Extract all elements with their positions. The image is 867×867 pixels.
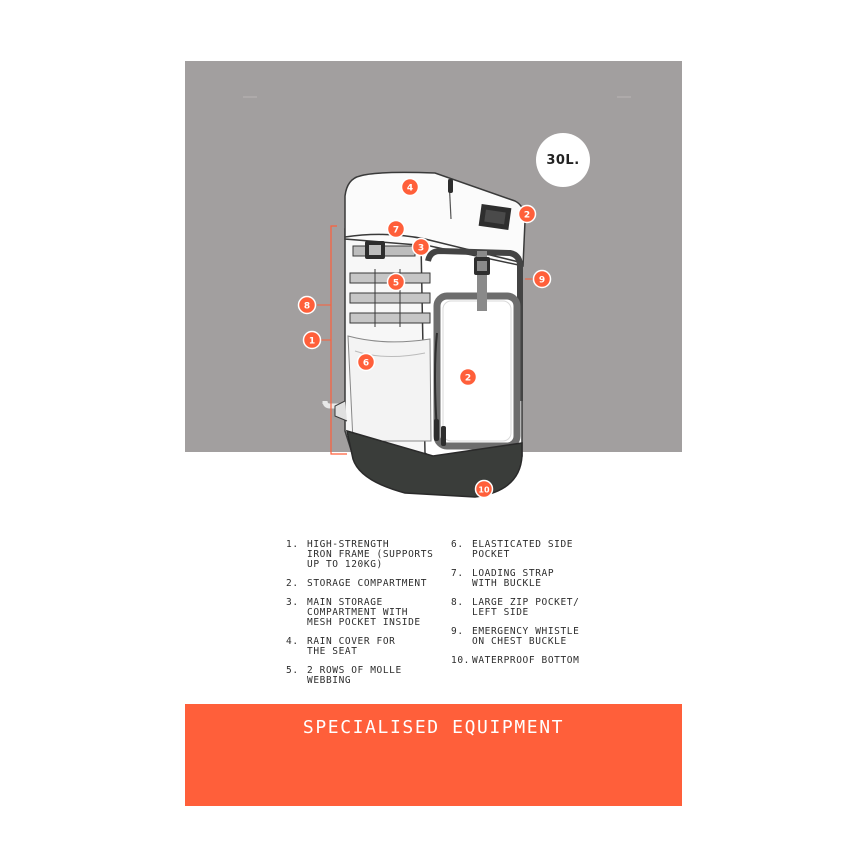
legend-text: Storage compartment	[307, 578, 428, 589]
callout-10: 10	[474, 479, 494, 499]
legend-text: Rain cover for the seat	[307, 636, 396, 657]
front-pocket-outline	[425, 247, 523, 401]
legend-item: 7. Loading strap with buckle	[451, 569, 601, 589]
callout-8-label: 8	[304, 302, 310, 312]
legend-number: 3.	[286, 597, 299, 608]
legend-item: 8. Large zip pocket/ left side	[451, 598, 601, 618]
legend-number: 5.	[286, 665, 299, 676]
callout-2-top-label: 2	[524, 211, 530, 221]
legend-item: 3. Main storage compartment with mesh poc…	[286, 598, 446, 628]
footer-title: SPECIALISED EQUIPMENT	[302, 717, 565, 738]
legend-number: 10.	[451, 655, 470, 666]
callout-3: 3	[411, 237, 431, 257]
callout-5-label: 5	[393, 279, 399, 289]
callout-8: 8	[297, 295, 317, 315]
side-pocket	[347, 335, 432, 442]
legend-text: Loading strap with buckle	[472, 568, 555, 589]
callout-7: 7	[386, 219, 406, 239]
legend-number: 8.	[451, 597, 464, 608]
product-card: 4 2 7 3 5 9 8 1	[185, 61, 682, 806]
legend-text: Large zip pocket/ left side	[472, 597, 580, 618]
legend-number: 6.	[451, 539, 464, 550]
legend-number: 2.	[286, 578, 299, 589]
legend-text: Emergency whistle on chest buckle	[472, 626, 580, 647]
callout-10-label: 10	[478, 486, 490, 495]
legend-number: 7.	[451, 568, 464, 579]
callout-3-label: 3	[418, 244, 424, 254]
legend-item: 6. Elasticated side pocket	[451, 540, 601, 560]
callout-9: 9	[532, 269, 552, 289]
legend-number: 1.	[286, 539, 299, 550]
callout-7-label: 7	[393, 226, 399, 236]
footer-banner: SPECIALISED EQUIPMENT	[185, 704, 682, 806]
legend-item: 4. Rain cover for the seat	[286, 637, 446, 657]
legend-number: 9.	[451, 626, 464, 637]
callout-4-label: 4	[407, 184, 413, 194]
callout-6-label: 6	[363, 359, 369, 369]
callout-4: 4	[400, 177, 420, 197]
callout-1: 1	[302, 330, 322, 350]
callout-1-label: 1	[309, 337, 315, 347]
legend-item: 1. High-strength iron frame (supports up …	[286, 540, 446, 570]
legend-text: High-strength iron frame (supports up to…	[307, 539, 434, 570]
legend-item: 9. Emergency whistle on chest buckle	[451, 627, 601, 647]
legend-item: 2. Storage compartment	[286, 579, 446, 589]
legend-text: 2 rows of molle webbing	[307, 665, 402, 686]
legend-text: Main storage compartment with mesh pocke…	[307, 597, 421, 628]
callout-6: 6	[356, 352, 376, 372]
frame-bar	[322, 400, 347, 409]
callout-2-front-label: 2	[465, 374, 471, 384]
legend-right-column: 6. Elasticated side pocket 7. Loading stra…	[451, 540, 601, 675]
backpack-diagram: 4 2 7 3 5 9 8 1	[243, 96, 631, 499]
legend-text: Waterproof bottom	[472, 655, 580, 666]
callout-2-top: 2	[517, 204, 537, 224]
legend-item: 10.Waterproof bottom	[451, 656, 601, 666]
legend-left-column: 1. High-strength iron frame (supports up …	[286, 540, 446, 695]
capacity-badge: 30L.	[536, 133, 590, 187]
legend-item: 5. 2 rows of molle webbing	[286, 666, 446, 686]
waterproof-bottom	[346, 429, 523, 498]
callout-5: 5	[386, 272, 406, 292]
legend-text: Elasticated side pocket	[472, 539, 574, 560]
callout-9-label: 9	[539, 276, 545, 286]
callout-2-front: 2	[458, 367, 478, 387]
legend-number: 4.	[286, 636, 299, 647]
